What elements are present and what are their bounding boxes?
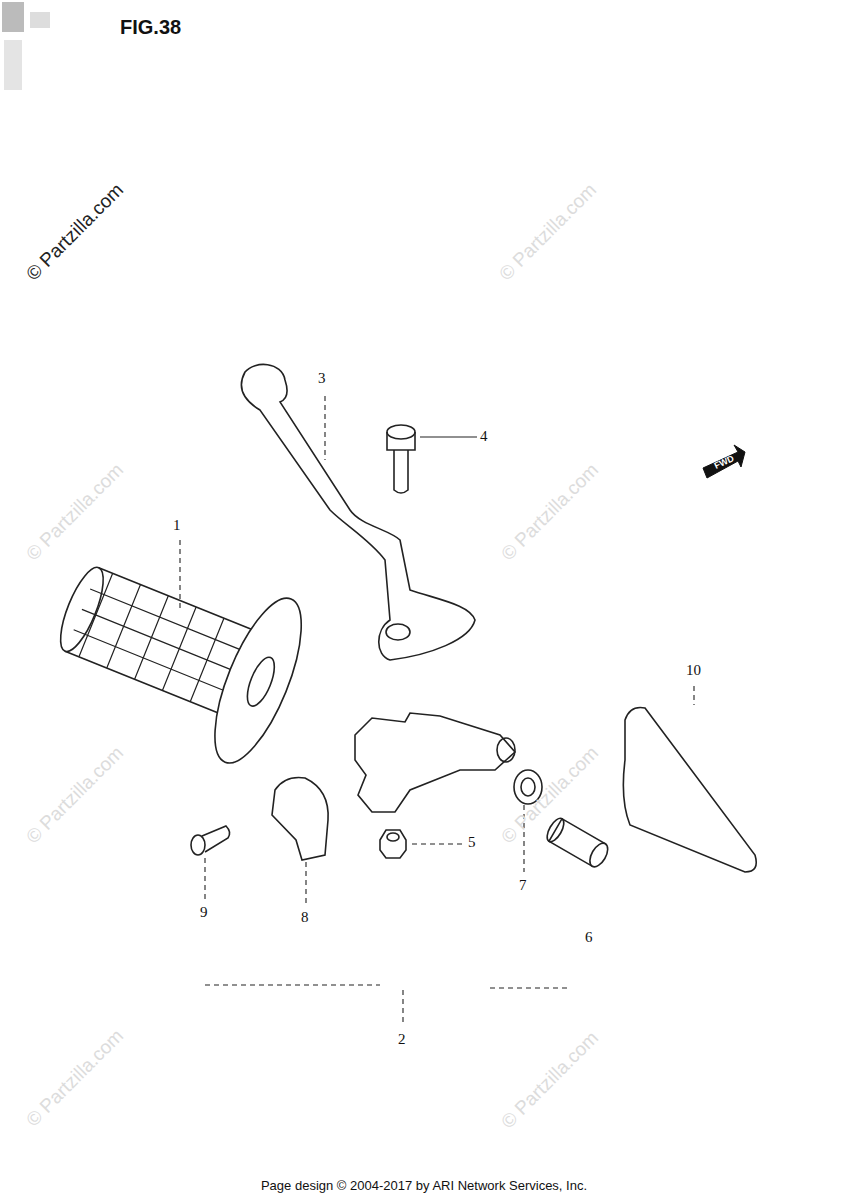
holder-bracket: [272, 778, 328, 861]
callout-number: 7: [519, 877, 527, 894]
watermark: © Partzilla.com: [22, 459, 128, 565]
nut: [380, 830, 406, 858]
lever-bolt: [387, 425, 415, 493]
callout-number: 8: [301, 909, 309, 926]
callout-number: 4: [480, 428, 488, 445]
clutch-lever: [241, 364, 475, 660]
watermark: © Partzilla.com: [497, 1027, 603, 1133]
callout-number: 9: [200, 904, 208, 921]
page-footer: Page design © 2004-2017 by ARI Network S…: [261, 1178, 587, 1193]
lever-cover: [623, 708, 756, 873]
callout-number: 1: [173, 517, 181, 534]
handlebar-grip: [36, 523, 319, 774]
small-screw: [191, 826, 230, 855]
scan-speckle: [2, 2, 50, 90]
leader-lines: [180, 396, 694, 1026]
callout-number: 3: [318, 370, 326, 387]
watermark: © Partzilla.com: [22, 1025, 128, 1131]
forward-arrow: [703, 445, 745, 478]
callout-number: 2: [398, 1031, 406, 1048]
callout-number: 10: [686, 662, 701, 679]
figure-title: FIG.38: [120, 16, 181, 39]
callout-number: 5: [468, 834, 476, 851]
watermark: © Partzilla.com: [22, 742, 128, 848]
watermark: © Partzilla.com: [22, 179, 128, 285]
callout-number: 6: [585, 929, 593, 946]
lever-holder: [355, 713, 515, 812]
watermark: © Partzilla.com: [495, 179, 601, 285]
watermark: © Partzilla.com: [497, 459, 603, 565]
cable-adjuster: [544, 816, 612, 870]
